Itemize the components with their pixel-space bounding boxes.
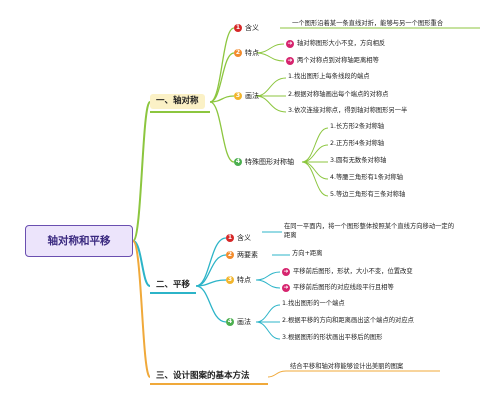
number-badge-icon: 1 [234,24,242,32]
number-badge-icon: 3 [234,92,242,100]
number-badge-icon: 1 [226,234,234,242]
leaf-text: 轴对称图形大小不变，方向相反 [297,39,386,47]
leaf-text: 1.找出图形的一个端点 [282,300,345,307]
branch2-underline [150,292,196,294]
leaf-text: 方向+距离 [292,250,323,257]
branch-title: 一、轴对称 [156,96,199,106]
branch3-underline [150,383,268,385]
number-badge-icon: 3 [226,276,234,284]
leaf-text: 结合平移和轴对称能够设计出美丽的图案 [290,363,404,370]
branch1-underline [150,111,210,113]
b1-c3-leaf-3[interactable]: 3.依次连接对称点，得到轴对称图形另一半 [288,107,408,114]
b2-child-2[interactable]: 2 两要素 [226,251,258,259]
b1-c3-leaf-1[interactable]: 1.找出图形上每条线段的端点 [288,73,370,80]
leaf-text: 5.等边三角形有三条对称轴 [330,191,406,198]
b2-c4-leaf-2[interactable]: 2.根据平移的方向和距离画出这个端点的对应点 [282,317,414,324]
child-label: 特殊图形对称轴 [245,157,294,166]
leaf-text: 2.根据平移的方向和距离画出这个端点的对应点 [282,317,414,324]
child-label: 特点 [237,275,251,284]
number-badge-icon: 4 [234,158,242,166]
b3-leaf[interactable]: 结合平移和轴对称能够设计出美丽的图案 [290,363,404,370]
b2-child-3[interactable]: 3 特点 [226,276,251,284]
root-topic[interactable]: 轴对称和平移 [25,225,133,257]
connector-b1-c4 [209,101,235,163]
connector-b2-c3 [195,279,227,287]
b1-c4-leaf-2[interactable]: 2.正方形4条对称轴 [330,140,385,147]
b1-c4-leaf-3[interactable]: 3.圆有无数条对称轴 [330,157,387,164]
b2-c3-leaf-2[interactable]: ➜ 平移前后图形的对应线段平行且相等 [282,284,394,292]
connector-b1-c3 [209,95,235,103]
b2-c4-leaf-3[interactable]: 3.根据图形的形状画出平移后的图形 [282,334,383,341]
b1-c2-leaf-2[interactable]: ➜ 两个对称点到对称轴距离相等 [286,57,379,65]
connector-b1-c2 [209,52,235,103]
b2-child-1[interactable]: 1 含义 [226,234,251,242]
branch-title: 二、平移 [156,280,191,290]
branch-translation[interactable]: 二、平移 [156,281,190,290]
number-badge-icon: 4 [226,318,234,326]
leaf-text: 1.长方形2条对称轴 [330,123,385,130]
number-badge-icon: 2 [226,251,234,259]
leaf-text: 3.根据图形的形状画出平移后的图形 [282,334,383,341]
leaf-text: 2.根据对称轴画出每个端点的对称点 [288,91,389,98]
circle-arrow-icon: ➜ [282,268,290,276]
child-label: 两要素 [237,250,258,259]
b1-child-1[interactable]: 1 含义 [234,24,259,32]
connector-root-branch1 [132,101,151,242]
branch-axial-symmetry[interactable]: 一、轴对称 [150,94,205,109]
branch-title: 三、设计图案的基本方法 [156,371,250,381]
b1-c4-leaf-5[interactable]: 5.等边三角形有三条对称轴 [330,191,406,198]
branch-pattern-design[interactable]: 三、设计图案的基本方法 [156,372,250,381]
leaf-text: 平移前后图形的对应线段平行且相等 [293,283,394,291]
b1-c2-leaf-1[interactable]: ➜ 轴对称图形大小不变，方向相反 [286,40,385,48]
b1-child-2[interactable]: 2 特点 [234,49,259,57]
connector-b2-c1 [195,237,227,287]
leaf-text: 2.正方形4条对称轴 [330,140,385,147]
leaf-text: 4.等腰三角形有1条对称轴 [330,174,403,181]
circle-arrow-icon: ➜ [282,284,290,292]
b1-c4-leaf-1[interactable]: 1.长方形2条对称轴 [330,123,385,130]
leaf-text: 3.依次连接对称点，得到轴对称图形另一半 [288,107,408,114]
b2-child-4[interactable]: 4 画法 [226,318,251,326]
child-label: 画法 [237,317,251,326]
child-label: 特点 [245,48,259,57]
leaf-text: 一个图形沿着某一条直线对折，能够与另一个图形重合 [292,20,444,27]
connector-b2-c4 [195,285,227,323]
child-label: 含义 [237,233,251,242]
b1-child-4[interactable]: 4 特殊图形对称轴 [234,158,294,166]
leaf-text: 3.圆有无数条对称轴 [330,157,387,164]
connector-b2-c2 [195,254,227,287]
b1-child-3[interactable]: 3 画法 [234,92,259,100]
leaf-text: 两个对称点到对称轴距离相等 [297,56,379,64]
b2-c2-leaf-1[interactable]: 方向+距离 [292,250,323,257]
connector-b3-leaf [267,370,440,378]
b1-c4-leaf-4[interactable]: 4.等腰三角形有1条对称轴 [330,174,403,181]
b1-c3-leaf-2[interactable]: 2.根据对称轴画出每个端点的对称点 [288,91,389,98]
connector-root-branch3 [132,240,151,378]
circle-arrow-icon: ➜ [286,40,294,48]
b2-c4-leaf-1[interactable]: 1.找出图形的一个端点 [282,300,345,307]
child-label: 画法 [245,91,259,100]
circle-arrow-icon: ➜ [286,57,294,65]
leaf-text: 平移前后图形，形状，大小不变，位置改变 [293,267,413,275]
connector-b1-c1 [209,27,235,103]
child-label: 含义 [245,23,259,32]
leaf-text: 在同一平面内，将一个图形整体按照某个直线方向移动一定的距离 [284,223,455,239]
leaf-text: 1.找出图形上每条线段的端点 [288,73,370,80]
b2-c1-leaf-1[interactable]: 在同一平面内，将一个图形整体按照某个直线方向移动一定的距离 [284,223,454,240]
number-badge-icon: 2 [234,49,242,57]
b2-c3-leaf-1[interactable]: ➜ 平移前后图形，形状，大小不变，位置改变 [282,268,413,276]
b1-c1-leaf-1[interactable]: 一个图形沿着某一条直线对折，能够与另一个图形重合 [292,20,444,27]
